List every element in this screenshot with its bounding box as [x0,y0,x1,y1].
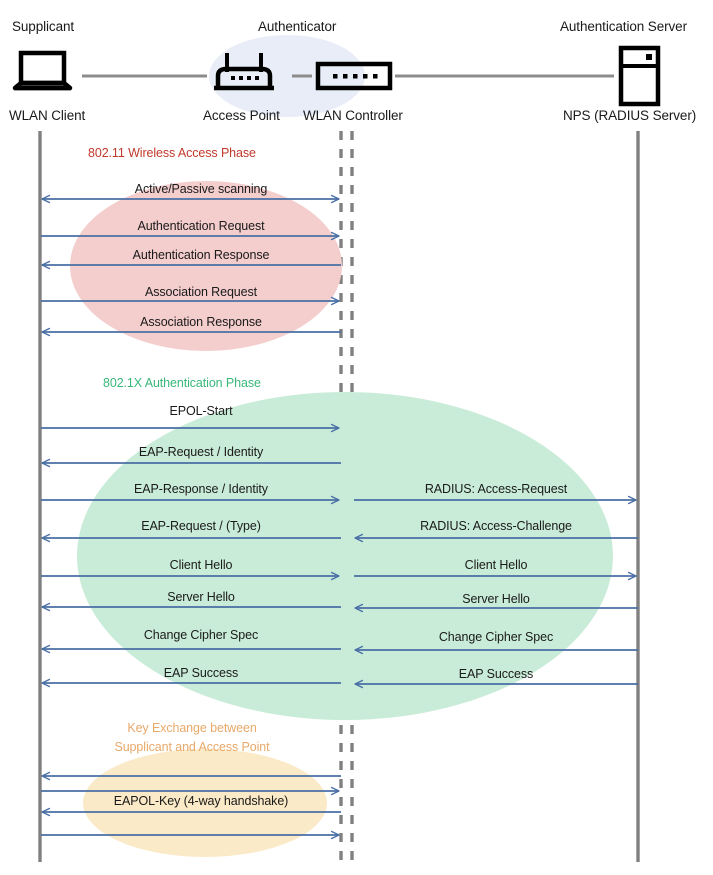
msg-label-authentication-response: Authentication Response [132,248,270,262]
right-message-arrows [354,500,638,684]
actor-device-nps-radius-server: NPS (RADIUS Server) [563,108,697,123]
msg-label-association-response: Association Response [140,315,262,329]
msg-label-association-request: Association Request [144,285,258,299]
msg-label-eap-success-right: EAP Success [458,667,534,681]
msg-label-radius-access-request: RADIUS: Access-Request [424,482,568,496]
msg-label-client-hello-left: Client Hello [169,558,233,572]
msg-label-epol-start: EPOL-Start [169,404,233,418]
phase-8021x-ellipse [77,392,613,720]
msg-label-active-passive-scanning: Active/Passive scanning [134,182,268,196]
msg-label-eap-request-identity: EAP-Request / Identity [138,445,264,459]
msg-label-eap-request-type: EAP-Request / (Type) [141,519,261,533]
actor-role-authenticator: Authenticator [258,19,337,34]
actor-device-wlan-controller: WLAN Controller [303,108,403,123]
msg-label-client-hello-right: Client Hello [464,558,528,572]
authenticator-highlight-ellipse [209,35,365,117]
msg-label-eapol-key-handshake: EAPOL-Key (4-way handshake) [113,794,289,808]
msg-label-server-hello-right: Server Hello [462,592,530,606]
wireless-access-point-icon [214,53,274,91]
msg-label-eap-success-left: EAP Success [163,666,239,680]
msg-label-authentication-request: Authentication Request [137,219,265,233]
left-message-arrows [41,199,341,835]
msg-label-server-hello-left: Server Hello [167,590,235,604]
msg-label-change-cipher-spec-right: Change Cipher Spec [438,630,554,644]
phase-80211-ellipse [70,181,342,351]
phase-label-key-exchange-line2: Supplicant and Access Point [114,740,270,754]
phase-label-8021x: 802.1X Authentication Phase [103,376,261,390]
laptop-icon [12,50,73,91]
phase-label-key-exchange-line1: Key Exchange between [127,721,257,735]
msg-label-eap-response-identity: EAP-Response / Identity [134,482,268,496]
msg-label-change-cipher-spec-left: Change Cipher Spec [143,628,259,642]
actor-device-access-point: Access Point [203,108,280,123]
server-rack-icon [618,45,661,107]
actor-role-authentication-server: Authentication Server [560,19,687,34]
phase-label-80211: 802.11 Wireless Access Phase [88,146,256,160]
network-switch-icon [315,61,393,91]
msg-label-radius-access-challenge: RADIUS: Access-Challenge [420,519,572,533]
actor-device-wlan-client: WLAN Client [9,108,86,123]
actor-role-supplicant: Supplicant [12,19,75,34]
